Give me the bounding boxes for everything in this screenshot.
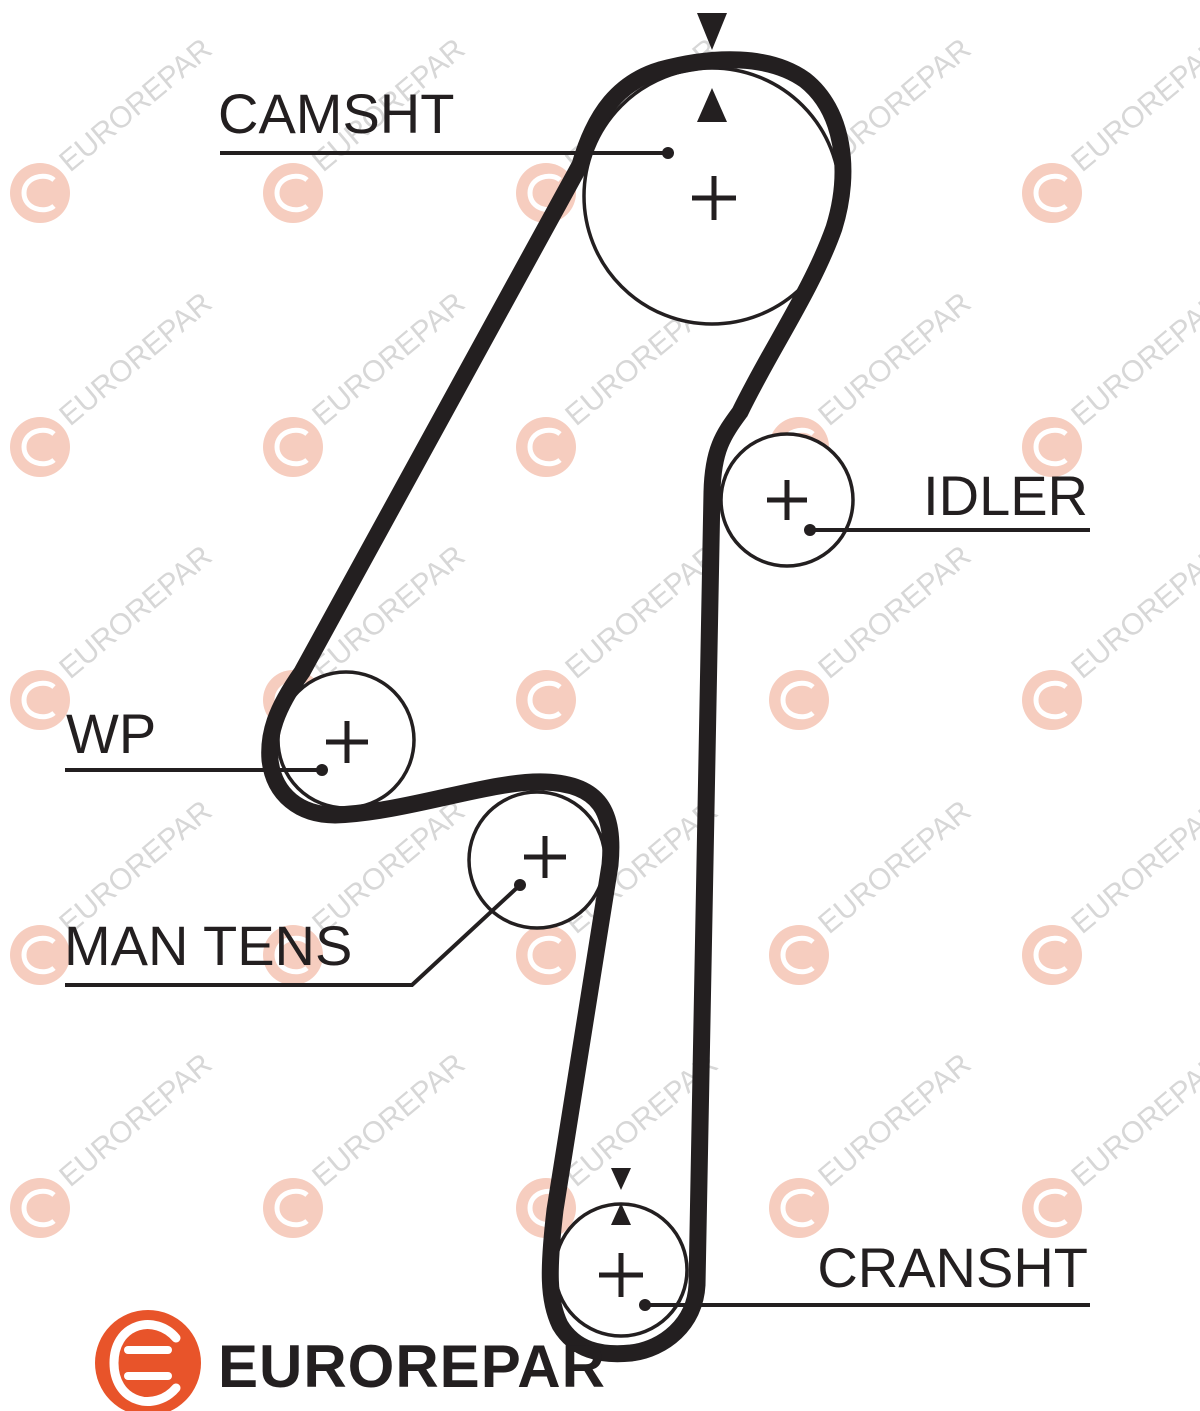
watermark-text: EUROREPAR bbox=[1065, 539, 1200, 685]
timing-marks bbox=[611, 13, 727, 1225]
watermark-logo-icon bbox=[516, 417, 576, 477]
camshaft-label: CAMSHT bbox=[218, 82, 454, 145]
camshaft-leader-dot bbox=[662, 147, 674, 159]
crankshaft-pulley-timing-arrow-icon bbox=[611, 1203, 631, 1225]
watermark-logo-icon bbox=[263, 1178, 323, 1238]
manual-tensioner-pulley bbox=[467, 790, 607, 930]
watermark-text: EUROREPAR bbox=[812, 286, 977, 432]
watermark-logo-icon bbox=[263, 925, 323, 985]
eurorepar-brand-name: EUROREPAR bbox=[218, 1333, 606, 1400]
leader-lines bbox=[65, 147, 1090, 1311]
watermark-logo-icon bbox=[769, 925, 829, 985]
watermark-logo-icon bbox=[10, 670, 70, 730]
crankshaft-hub-cross-icon bbox=[599, 1253, 643, 1297]
watermark-logo-icon bbox=[10, 1178, 70, 1238]
watermark-logo-icon bbox=[769, 1178, 829, 1238]
hub-crosses bbox=[326, 176, 807, 1297]
water-pump-label: WP bbox=[66, 702, 156, 765]
watermark-logo-icon bbox=[10, 417, 70, 477]
watermark-logo-icon bbox=[1022, 925, 1082, 985]
watermark-text: EUROREPAR bbox=[53, 1047, 218, 1193]
watermark-text: EUROREPAR bbox=[1065, 286, 1200, 432]
idler-leader-dot bbox=[804, 524, 816, 536]
crankshaft-leader-dot bbox=[639, 1299, 651, 1311]
watermark-text: EUROREPAR bbox=[812, 1047, 977, 1193]
camshaft-pulley-timing-arrow-icon bbox=[697, 88, 727, 122]
watermark-logo-icon bbox=[1022, 1178, 1082, 1238]
watermark-text: EUROREPAR bbox=[306, 1047, 471, 1193]
watermark-text: EUROREPAR bbox=[1065, 32, 1200, 178]
idler-label: IDLER bbox=[923, 464, 1088, 527]
crankshaft-belt-timing-arrow-icon bbox=[611, 1168, 631, 1190]
watermark-logo-icon bbox=[263, 163, 323, 223]
eurorepar-logo-icon bbox=[95, 1310, 201, 1411]
watermark-text: EUROREPAR bbox=[53, 539, 218, 685]
watermark-logo-icon bbox=[10, 925, 70, 985]
watermark-logo-icon bbox=[1022, 163, 1082, 223]
watermark-logo-icon bbox=[263, 417, 323, 477]
watermark-text: EUROREPAR bbox=[53, 32, 218, 178]
crankshaft-label: CRANSHT bbox=[817, 1236, 1088, 1299]
tensioner-hub-cross-icon bbox=[524, 836, 566, 878]
tensioner-leader-dot bbox=[514, 879, 526, 891]
watermark-logo-icon bbox=[516, 670, 576, 730]
tensioner-leader-line bbox=[65, 883, 522, 987]
watermark-text: EUROREPAR bbox=[53, 286, 218, 432]
watermark-logo-icon bbox=[1022, 417, 1082, 477]
watermark-logo-icon bbox=[769, 670, 829, 730]
camshaft-hub-cross-icon bbox=[692, 176, 736, 220]
watermark-logo-icon bbox=[516, 925, 576, 985]
water-pump-leader-dot bbox=[316, 764, 328, 776]
eurorepar-logo: EUROREPAR bbox=[95, 1310, 606, 1411]
watermark-text: EUROREPAR bbox=[812, 539, 977, 685]
manual-tensioner-label: MAN TENS bbox=[64, 914, 352, 977]
watermark-text: EUROREPAR bbox=[812, 794, 977, 940]
watermark-text: EUROREPAR bbox=[1065, 1047, 1200, 1193]
watermark-logo-icon bbox=[10, 163, 70, 223]
idler-hub-cross-icon bbox=[767, 480, 807, 520]
timing-belt bbox=[261, 51, 852, 1363]
watermark-text: EUROREPAR bbox=[559, 539, 724, 685]
watermark-text: EUROREPAR bbox=[1065, 794, 1200, 940]
water-pump-hub-cross-icon bbox=[326, 721, 368, 763]
labels: CAMSHT IDLER WP MAN TENS CRANSHT bbox=[64, 82, 1088, 1299]
watermark-logo-icon bbox=[1022, 670, 1082, 730]
camshaft-belt-timing-arrow-icon bbox=[697, 13, 727, 50]
